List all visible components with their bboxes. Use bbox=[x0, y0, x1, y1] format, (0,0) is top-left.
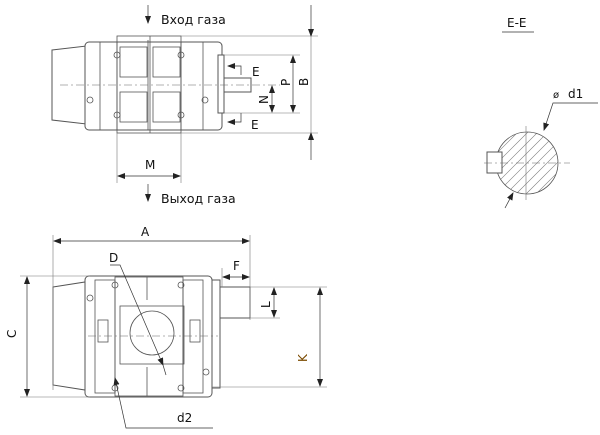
gas-inlet-label: Вход газа bbox=[161, 12, 226, 27]
label-D: D bbox=[109, 251, 118, 265]
label-E-bottom: E bbox=[251, 118, 259, 132]
label-d1: d1 bbox=[568, 87, 583, 101]
motor-body bbox=[84, 275, 213, 398]
bolt-icon bbox=[177, 51, 185, 59]
label-A: A bbox=[141, 225, 150, 239]
flange bbox=[217, 54, 225, 114]
body-panel bbox=[119, 91, 148, 123]
motor-body bbox=[84, 41, 223, 131]
flange bbox=[211, 279, 221, 389]
dimension-d1-leader bbox=[543, 102, 598, 131]
key bbox=[486, 151, 503, 174]
bolt-icon bbox=[177, 384, 185, 392]
dimension-D-leader bbox=[162, 364, 167, 376]
label-M: M bbox=[145, 158, 155, 172]
bolt-icon bbox=[202, 368, 210, 376]
diameter-symbol: ø bbox=[553, 90, 559, 101]
section-title: E-E bbox=[507, 16, 527, 30]
dimension-d2-leader bbox=[113, 377, 213, 429]
dimension-d1-leader bbox=[504, 192, 514, 209]
bolt-icon bbox=[177, 111, 185, 119]
section-view: E-E ø d1 bbox=[484, 16, 598, 209]
body-rib bbox=[99, 41, 118, 131]
label-E-top: E bbox=[252, 65, 260, 79]
body-frame bbox=[114, 276, 184, 397]
label-K: K bbox=[296, 353, 310, 362]
bolt-icon bbox=[86, 294, 94, 302]
mounting-plate bbox=[119, 305, 185, 365]
dimension-D-leader bbox=[110, 264, 164, 366]
vent-slot bbox=[97, 319, 109, 343]
label-F: F bbox=[233, 259, 240, 273]
section-arrow-icon bbox=[227, 113, 242, 125]
bolt-icon bbox=[111, 281, 119, 289]
side-view: A C D F L K d2 bbox=[5, 225, 327, 429]
label-d2: d2 bbox=[177, 411, 192, 425]
bolt-icon bbox=[177, 281, 185, 289]
body-panel bbox=[152, 46, 181, 78]
body-rib bbox=[180, 41, 204, 131]
label-P: P bbox=[279, 79, 293, 86]
shaft bbox=[219, 286, 251, 319]
label-N: N bbox=[257, 95, 271, 104]
body-panel bbox=[119, 46, 148, 78]
label-C: C bbox=[5, 330, 19, 338]
flange-circle bbox=[129, 310, 175, 356]
gas-outlet-label: Выход газа bbox=[161, 191, 236, 206]
vent-slot bbox=[189, 319, 201, 343]
section-arrow-icon bbox=[227, 63, 242, 75]
top-view: Вход газа Выход газа E E P B N M bbox=[51, 5, 318, 206]
label-L: L bbox=[259, 301, 273, 308]
bolt-icon bbox=[113, 111, 121, 119]
bolt-icon bbox=[86, 96, 94, 104]
fan-cover bbox=[52, 281, 86, 391]
bolt-icon bbox=[201, 96, 209, 104]
body-panel bbox=[152, 91, 181, 123]
label-B: B bbox=[297, 78, 311, 86]
bolt-icon bbox=[113, 51, 121, 59]
